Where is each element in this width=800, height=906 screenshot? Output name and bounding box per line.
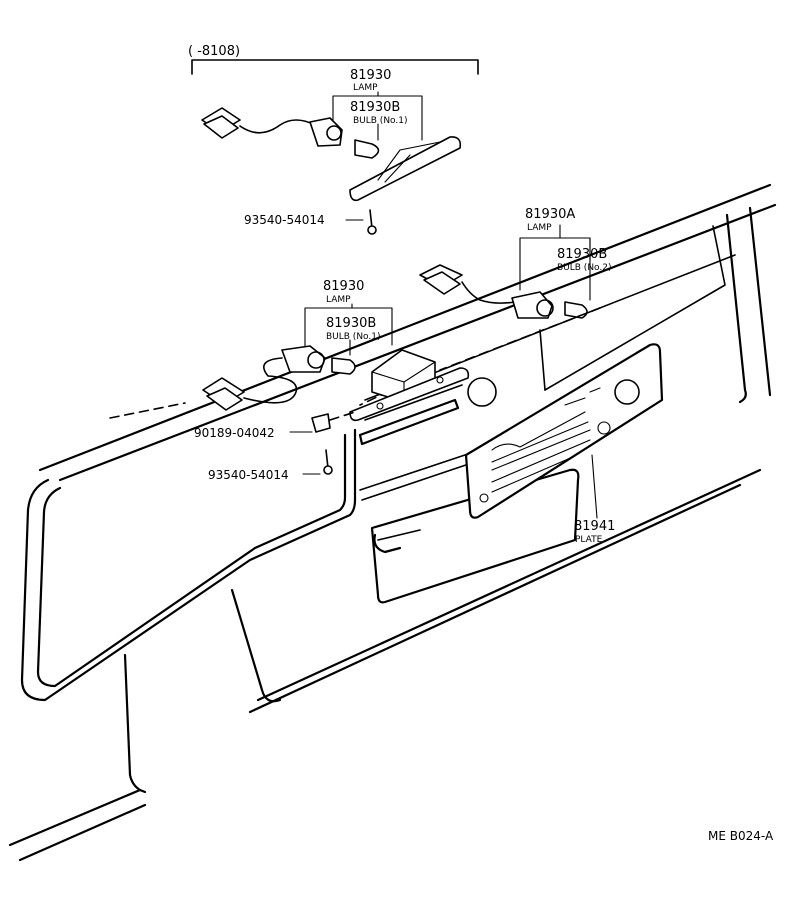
plate-leader [591,454,598,519]
middle-lamp-assembly [109,303,470,475]
callout-labels: ( -8108) 81930 LAMP 81930B BULB (No.1) 9… [188,44,774,843]
right-lamp-assembly [359,224,601,406]
part-no-label: 81930 [323,279,364,294]
part-no-label: 93540-54014 [208,468,289,482]
part-name-label: PLATE [575,535,603,545]
reference-code-label: ME B024-A [708,829,774,843]
part-no-label: 81930A [525,207,575,222]
part-no-label: 81930B [557,247,607,262]
part-no-label: 81930 [350,68,391,83]
tailgate-outline [8,183,777,862]
part-no-label: 81930B [350,100,400,115]
part-no-label: 90189-04042 [194,426,275,440]
part-name-label: BULB (No.1) [353,116,408,126]
part-no-label: 93540-54014 [244,213,325,227]
part-name-label: BULB (No.1) [326,332,381,342]
part-name-label: LAMP [326,295,351,305]
header-range-label: ( -8108) [188,44,240,59]
part-name-label: BULB (No.2) [557,263,612,273]
part-no-label: 81941 [574,519,615,534]
top-lamp-assembly [191,59,479,235]
part-no-label: 81930B [326,316,376,331]
part-name-label: LAMP [527,223,552,233]
control-plate [464,343,664,519]
part-name-label: LAMP [353,83,378,93]
